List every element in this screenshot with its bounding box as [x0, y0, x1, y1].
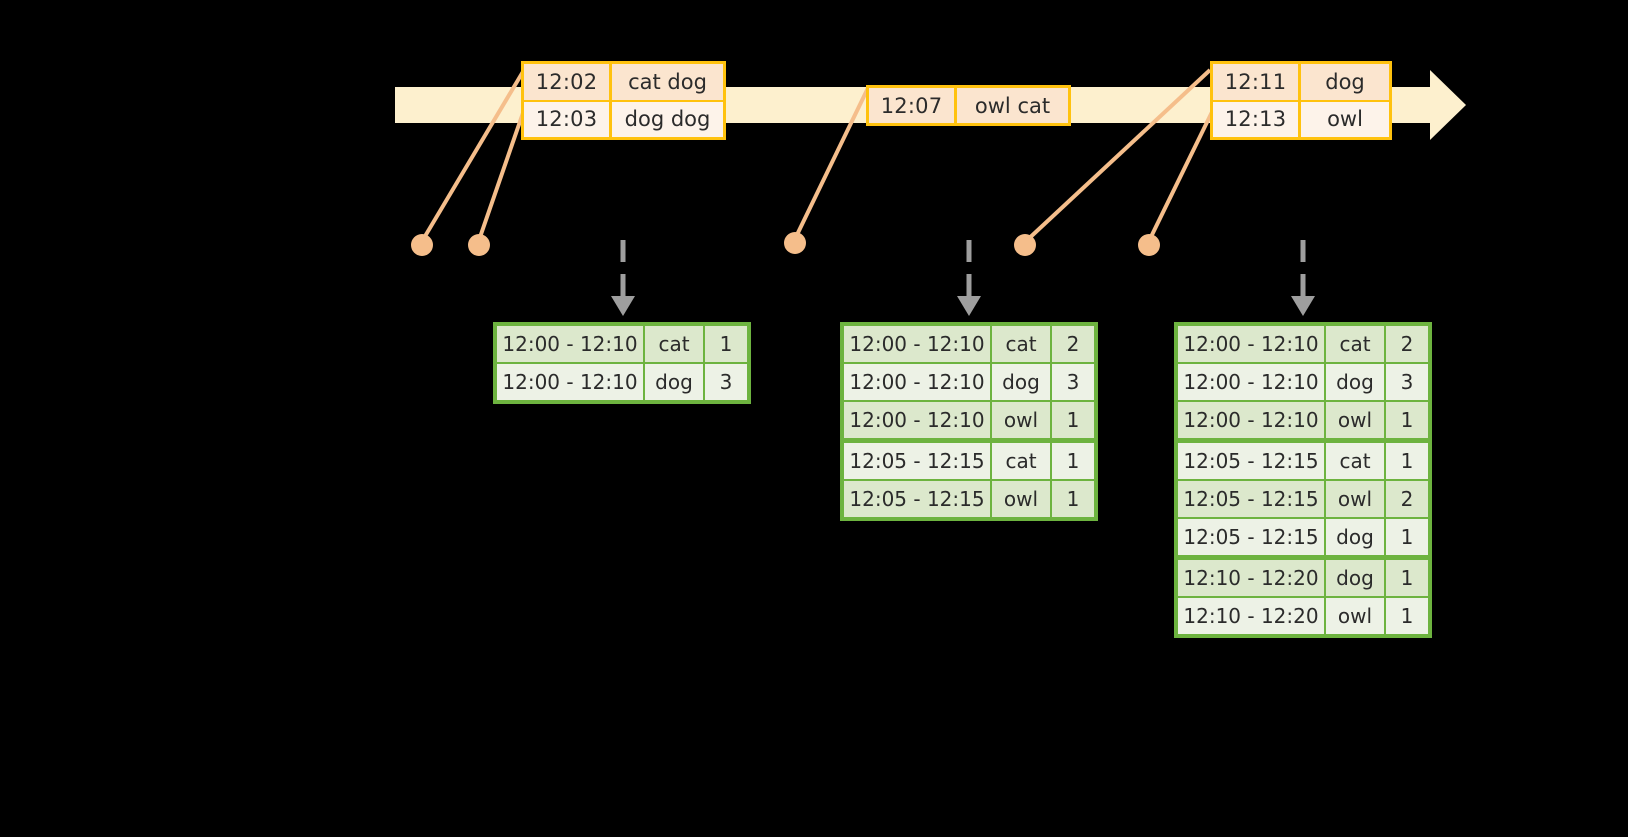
- emit-arrow-3: [1291, 240, 1315, 316]
- event-words: cat dog: [628, 69, 707, 94]
- count-cell: 2: [1386, 326, 1428, 362]
- table-row: 12:00 - 12:10 dog 3: [497, 364, 747, 400]
- emit-arrow-1: [611, 240, 635, 316]
- event-row: 12:02 cat dog: [524, 64, 723, 100]
- event-time: 12:03: [524, 101, 612, 137]
- event-row: 12:11 dog: [1213, 64, 1389, 100]
- key-cell: dog: [1326, 560, 1384, 596]
- key-cell: cat: [992, 443, 1050, 479]
- key-cell: owl: [1326, 481, 1384, 517]
- count-cell: 3: [1386, 364, 1428, 400]
- event-row: 12:03 dog dog: [524, 99, 723, 137]
- event-row: 12:07 owl cat: [869, 88, 1068, 123]
- event-box-2[interactable]: 12:07 owl cat: [866, 85, 1071, 126]
- timeline-arrow-head: [1430, 70, 1466, 140]
- window-group: 12:10 - 12:20 dog 1 12:10 - 12:20 owl 1: [1178, 560, 1428, 634]
- table-row: 12:05 - 12:15 owl 2: [1178, 481, 1428, 517]
- window-cell: 12:00 - 12:10: [1178, 326, 1324, 362]
- connector-dot-1: [411, 234, 433, 256]
- event-time: 12:02: [524, 64, 612, 100]
- event-words: owl: [1327, 107, 1363, 132]
- connector-dot-5: [1138, 234, 1160, 256]
- event-time: 12:13: [1213, 101, 1301, 137]
- table-row: 12:00 - 12:10 owl 1: [844, 402, 1094, 438]
- key-cell: cat: [1326, 326, 1384, 362]
- window-cell: 12:00 - 12:10: [1178, 364, 1324, 400]
- table-row: 12:00 - 12:10 cat 2: [844, 326, 1094, 362]
- window-counts-table-1[interactable]: 12:00 - 12:10 cat 1 12:00 - 12:10 dog 3: [493, 322, 751, 404]
- key-cell: dog: [645, 364, 703, 400]
- key-cell: cat: [1326, 443, 1384, 479]
- window-cell: 12:05 - 12:15: [1178, 443, 1324, 479]
- count-cell: 1: [705, 326, 747, 362]
- window-counts-table-3[interactable]: 12:00 - 12:10 cat 2 12:00 - 12:10 dog 3 …: [1174, 322, 1432, 638]
- table-row: 12:00 - 12:10 owl 1: [1178, 402, 1428, 438]
- emit-arrow-2: [957, 240, 981, 316]
- connector-dot-4: [1014, 234, 1036, 256]
- window-cell: 12:05 - 12:15: [1178, 519, 1324, 555]
- table-row: 12:00 - 12:10 dog 3: [1178, 364, 1428, 400]
- key-cell: owl: [992, 481, 1050, 517]
- key-cell: cat: [992, 326, 1050, 362]
- count-cell: 2: [1386, 481, 1428, 517]
- key-cell: dog: [1326, 519, 1384, 555]
- window-group: 12:05 - 12:15 cat 1 12:05 - 12:15 owl 2 …: [1178, 443, 1428, 555]
- count-cell: 1: [1386, 443, 1428, 479]
- key-cell: cat: [645, 326, 703, 362]
- window-cell: 12:05 - 12:15: [1178, 481, 1324, 517]
- key-cell: dog: [1326, 364, 1384, 400]
- key-cell: dog: [992, 364, 1050, 400]
- table-row: 12:05 - 12:15 cat 1: [844, 443, 1094, 479]
- window-cell: 12:00 - 12:10: [1178, 402, 1324, 438]
- table-row: 12:10 - 12:20 dog 1: [1178, 560, 1428, 596]
- table-row: 12:00 - 12:10 cat 1: [497, 326, 747, 362]
- table-row: 12:05 - 12:15 cat 1: [1178, 443, 1428, 479]
- count-cell: 1: [1052, 481, 1094, 517]
- count-cell: 3: [705, 364, 747, 400]
- window-cell: 12:00 - 12:10: [844, 364, 990, 400]
- count-cell: 1: [1386, 402, 1428, 438]
- count-cell: 3: [1052, 364, 1094, 400]
- connector-dot-2: [468, 234, 490, 256]
- table-row: 12:00 - 12:10 cat 2: [1178, 326, 1428, 362]
- window-group: 12:00 - 12:10 cat 1 12:00 - 12:10 dog 3: [497, 326, 747, 400]
- window-group: 12:00 - 12:10 cat 2 12:00 - 12:10 dog 3 …: [1178, 326, 1428, 438]
- event-words: dog: [1325, 69, 1365, 94]
- event-box-3[interactable]: 12:11 dog 12:13 owl: [1210, 61, 1392, 140]
- window-cell: 12:00 - 12:10: [844, 402, 990, 438]
- window-cell: 12:05 - 12:15: [844, 443, 990, 479]
- window-cell: 12:10 - 12:20: [1178, 598, 1324, 634]
- event-words: owl cat: [974, 93, 1051, 118]
- window-cell: 12:10 - 12:20: [1178, 560, 1324, 596]
- count-cell: 1: [1386, 560, 1428, 596]
- key-cell: owl: [992, 402, 1050, 438]
- window-cell: 12:00 - 12:10: [497, 326, 643, 362]
- key-cell: owl: [1326, 598, 1384, 634]
- event-row: 12:13 owl: [1213, 99, 1389, 137]
- window-group: 12:00 - 12:10 cat 2 12:00 - 12:10 dog 3 …: [844, 326, 1094, 438]
- table-row: 12:05 - 12:15 dog 1: [1178, 519, 1428, 555]
- window-group: 12:05 - 12:15 cat 1 12:05 - 12:15 owl 1: [844, 443, 1094, 517]
- table-row: 12:10 - 12:20 owl 1: [1178, 598, 1428, 634]
- count-cell: 1: [1386, 598, 1428, 634]
- event-words: dog dog: [624, 107, 711, 132]
- count-cell: 2: [1052, 326, 1094, 362]
- event-box-1[interactable]: 12:02 cat dog 12:03 dog dog: [521, 61, 726, 140]
- window-cell: 12:00 - 12:10: [844, 326, 990, 362]
- count-cell: 1: [1052, 443, 1094, 479]
- count-cell: 1: [1052, 402, 1094, 438]
- table-row: 12:00 - 12:10 dog 3: [844, 364, 1094, 400]
- key-cell: owl: [1326, 402, 1384, 438]
- window-cell: 12:05 - 12:15: [844, 481, 990, 517]
- window-cell: 12:00 - 12:10: [497, 364, 643, 400]
- event-time: 12:11: [1213, 64, 1301, 100]
- count-cell: 1: [1386, 519, 1428, 555]
- table-row: 12:05 - 12:15 owl 1: [844, 481, 1094, 517]
- connector-dot-3: [784, 232, 806, 254]
- event-time: 12:07: [869, 88, 957, 123]
- window-counts-table-2[interactable]: 12:00 - 12:10 cat 2 12:00 - 12:10 dog 3 …: [840, 322, 1098, 521]
